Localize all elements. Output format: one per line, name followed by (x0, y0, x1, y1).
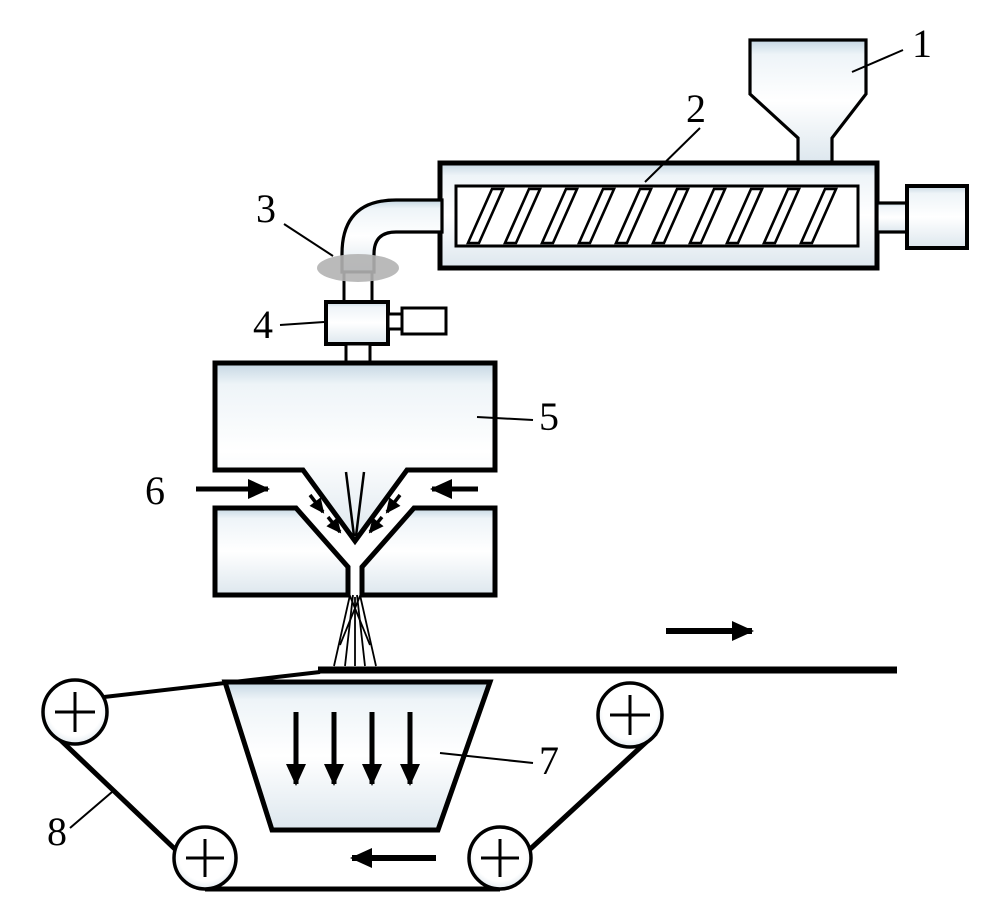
channel-arrow-right-2 (368, 515, 384, 534)
filament-bundle (333, 594, 377, 667)
roller-bottom-right (467, 825, 533, 891)
leader-line-1 (851, 49, 904, 73)
leader-line-7 (439, 752, 534, 764)
air-knife-right (359, 505, 498, 598)
leader-line-4 (279, 321, 325, 326)
belt-left-run (48, 728, 180, 854)
leader-line-8 (69, 791, 113, 829)
label-7: 7 (539, 738, 559, 783)
channel-arrow-right-1 (385, 493, 402, 514)
hopper (748, 38, 868, 164)
label-4: 4 (253, 302, 273, 347)
label-5: 5 (539, 394, 559, 439)
pump-stub (386, 312, 404, 331)
air-knife-left (212, 505, 351, 598)
roller-bottom-left (172, 825, 238, 891)
suction-arrows (286, 712, 420, 786)
roller-top-right (596, 681, 664, 749)
label-6: 6 (145, 468, 165, 513)
leader-line-3 (283, 223, 334, 257)
belt-right-run (525, 731, 658, 854)
roller-top-left (41, 678, 109, 746)
roller-cross-icon (55, 692, 95, 732)
roller-cross-icon (481, 839, 519, 877)
suction-box (221, 679, 494, 833)
label-8: 8 (47, 809, 67, 854)
roller-cross-icon (186, 839, 224, 877)
belt-top-left-run (103, 670, 321, 699)
channel-arrow-left-2 (326, 515, 342, 534)
die-slit (344, 471, 366, 537)
channel-arrow-left-1 (308, 493, 325, 514)
filter-ellipse (317, 254, 399, 282)
metering-pump (324, 300, 390, 346)
label-1: 1 (912, 21, 932, 66)
label-2: 2 (686, 86, 706, 131)
extruder-shaft-neck (875, 201, 909, 234)
leader-line-5 (476, 416, 534, 421)
die-block (212, 360, 498, 546)
label-3: 3 (256, 186, 276, 231)
drive-motor-block (905, 184, 969, 250)
leader-line-2 (644, 127, 701, 183)
roller-cross-icon (610, 695, 650, 735)
pump-side-port (400, 306, 448, 336)
